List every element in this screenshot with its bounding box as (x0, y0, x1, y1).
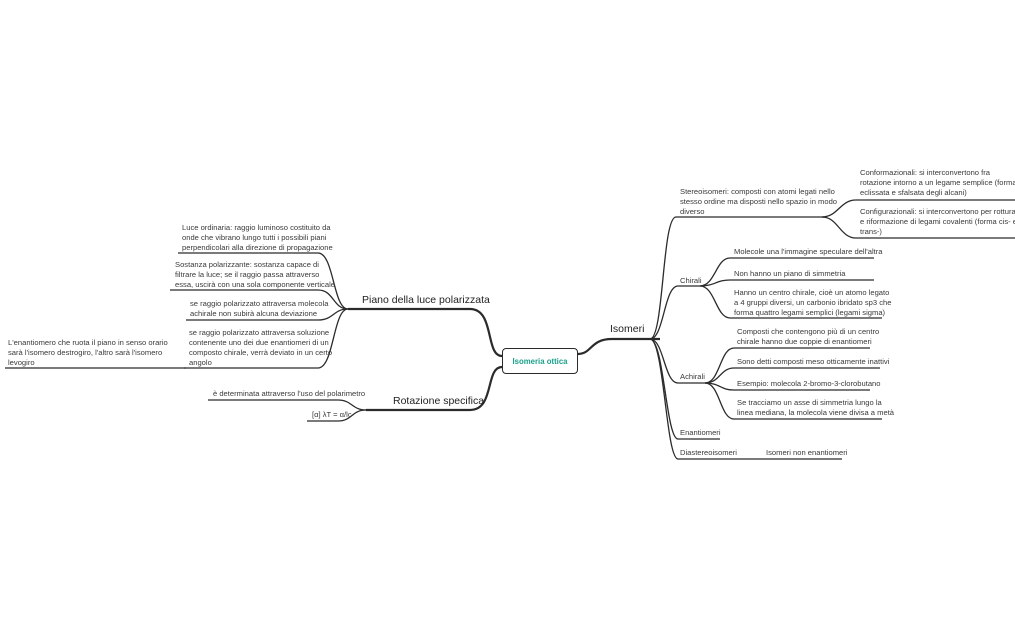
connector-isomeri-stereo (649, 216, 826, 340)
connector-isomeri-achirali (649, 338, 705, 384)
topic-achirali[interactable]: Achirali (680, 372, 705, 381)
topic-polarimetro[interactable]: è determinata attraverso l'uso del polar… (213, 389, 366, 398)
topic-chirali-immagine-speculare[interactable]: Molecole una l'immagine speculare dell'a… (734, 247, 883, 256)
topic-rotazione-specifica[interactable]: Rotazione specifica (393, 395, 485, 407)
topic-achirali-asse-simmetria[interactable]: Se tracciamo un asse di simmetria lungo … (737, 398, 894, 418)
connector-piano-1 (178, 252, 349, 310)
centri-chirali-line-1: Composti che contengono più di un centro (737, 327, 880, 336)
topic-chirali-piano-simmetria[interactable]: Non hanno un piano di simmetria (734, 269, 846, 278)
stereoisomeri-line-1: Stereoisomeri: composti con atomi legati… (680, 187, 835, 196)
sostanza-polarizzante-line-3: essa, uscirà con una sola componente ver… (175, 280, 335, 289)
connector-isomeri-diastereo (649, 338, 842, 460)
connector-piano-3 (186, 308, 349, 321)
luce-ordinaria-line-1: Luce ordinaria: raggio luminoso costitui… (182, 223, 331, 232)
stereoisomeri-line-2: stesso ordine ma disposti nello spazio i… (680, 197, 838, 206)
centro-chirale-line-1: Hanno un centro chirale, cioè un atomo l… (734, 288, 890, 297)
composto-chirale-line-4: angolo (189, 358, 212, 367)
topic-formula-rotazione[interactable]: [α] λT = α/lc (312, 410, 352, 419)
topic-isomeri[interactable]: Isomeri (610, 323, 645, 335)
topic-destrogiro-levogiro[interactable]: L'enantiomero che ruota il piano in sens… (8, 338, 168, 368)
connector-stereo-conf (821, 199, 1015, 218)
sostanza-polarizzante-line-1: Sostanza polarizzante: sostanza capace d… (175, 260, 319, 269)
topic-molecola-achirale[interactable]: se raggio polarizzato attraversa molecol… (190, 299, 328, 319)
connector-isomeri-enantiomeri (649, 338, 720, 440)
central-topic[interactable]: Isomeria ottica (502, 348, 578, 374)
molecola-achirale-line-1: se raggio polarizzato attraversa molecol… (190, 299, 329, 308)
connector-isomeri-chirali (649, 285, 700, 340)
connector-piano-4 (184, 308, 349, 369)
molecola-achirale-line-2: achirale non subirà alcuna deviazione (190, 309, 318, 318)
connector-root-isomeri (577, 337, 660, 356)
topic-sostanza-polarizzante[interactable]: Sostanza polarizzante: sostanza capace d… (175, 260, 335, 290)
topic-achirali-centri-chirali[interactable]: Composti che contengono più di un centro… (737, 327, 879, 347)
connector-rotazione-2 (307, 409, 367, 422)
connector-chirali-1 (699, 257, 874, 287)
connector-achirali-4 (704, 382, 882, 420)
connector-rotazione-1 (208, 399, 367, 411)
conformazionali-line-3: eclissata e sfalsata degli alcani) (860, 188, 967, 197)
conformazionali-line-2: rotazione intorno a un legame semplice (… (860, 178, 1015, 187)
topic-chirali-centro-chirale[interactable]: Hanno un centro chirale, cioè un atomo l… (734, 288, 891, 318)
configurazionali-line-3: trans-) (860, 227, 882, 236)
destrogiro-line-2: sarà l'isomero destrogiro, l'altro sarà … (8, 348, 163, 357)
connector-root-rotazione (366, 365, 503, 412)
sostanza-polarizzante-line-2: filtrare la luce; se il raggio passa att… (175, 270, 320, 279)
topic-achirali-meso[interactable]: Sono detti composti meso otticamente ina… (737, 357, 890, 366)
topic-stereoisomeri[interactable]: Stereoisomeri: composti con atomi legati… (680, 187, 837, 217)
topic-composto-chirale[interactable]: se raggio polarizzato attraversa soluzio… (189, 328, 332, 368)
topic-chirali[interactable]: Chirali (680, 276, 702, 285)
destrogiro-line-3: levogiro (8, 358, 35, 367)
topic-piano-luce-polarizzata[interactable]: Piano della luce polarizzata (362, 294, 490, 306)
stereoisomeri-line-3: diverso (680, 207, 705, 216)
connector-chirali-2 (699, 279, 874, 287)
topic-luce-ordinaria[interactable]: Luce ordinaria: raggio luminoso costitui… (182, 223, 333, 253)
luce-ordinaria-line-3: perpendicolari alla direzione di propaga… (182, 243, 333, 252)
topic-conformazionali[interactable]: Conformazionali: si interconvertono fra … (860, 168, 1015, 198)
centri-chirali-line-2: chirale hanno due coppie di enantiomeri (737, 337, 872, 346)
connector-achirali-3 (704, 382, 870, 391)
composto-chirale-line-3: composto chirale, verrà deviato in un ce… (189, 348, 333, 357)
connector-achirali-1 (704, 347, 870, 384)
connector-piano-2 (170, 289, 349, 310)
centro-chirale-line-2: a 4 gruppi diversi, un carbonio ibridato… (734, 298, 892, 307)
topic-configurazionali[interactable]: Configurazionali: si interconvertono per… (860, 207, 1015, 237)
connector-chirali-3 (699, 285, 882, 319)
luce-ordinaria-line-2: onde che vibrano lungo tutti i possibili… (182, 233, 327, 242)
configurazionali-line-2: e riformazione di legami covalenti (form… (860, 217, 1015, 226)
connector-achirali-2 (704, 367, 880, 384)
destrogiro-line-1: L'enantiomero che ruota il piano in sens… (8, 338, 168, 347)
centro-chirale-line-3: forma quattro legami semplici (legami si… (734, 308, 886, 317)
connector-root-piano (348, 307, 503, 358)
topic-achirali-esempio[interactable]: Esempio: molecola 2-bromo-3-clorobutano (737, 379, 881, 388)
conformazionali-line-1: Conformazionali: si interconvertono fra (860, 168, 990, 177)
connector-stereo-config (821, 216, 1015, 239)
composto-chirale-line-2: contenente uno dei due enantiomeri di un (189, 338, 329, 347)
topic-enantiomeri[interactable]: Enantiomeri (680, 428, 721, 437)
configurazionali-line-1: Configurazionali: si interconvertono per… (860, 207, 1015, 216)
composto-chirale-line-1: se raggio polarizzato attraversa soluzio… (189, 328, 330, 337)
topic-diastereoisomeri[interactable]: Diastereoisomeri (680, 448, 737, 457)
asse-simmetria-line-2: linea mediana, la molecola viene divisa … (737, 408, 895, 417)
topic-isomeri-non-enantiomeri[interactable]: Isomeri non enantiomeri (766, 448, 848, 457)
asse-simmetria-line-1: Se tracciamo un asse di simmetria lungo … (737, 398, 882, 407)
